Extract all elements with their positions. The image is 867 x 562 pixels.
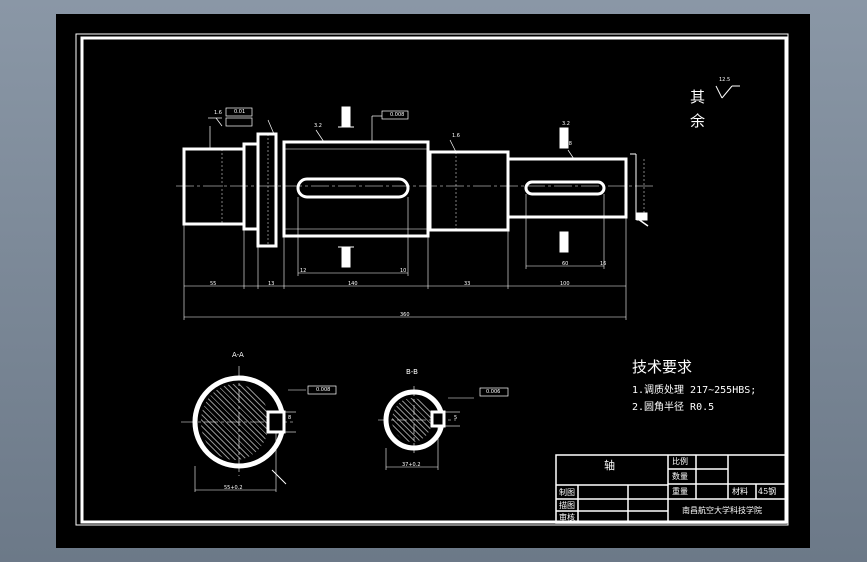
roughness-label-2: 余: [690, 112, 706, 130]
tol-sec-a: 0.008: [316, 387, 331, 393]
designed-label: 描图: [559, 501, 575, 510]
dim-key-a: 16: [600, 261, 607, 267]
tech-req-2: 2.圆角半径 R0.5: [632, 402, 715, 413]
tech-req-title: 技术要求: [632, 358, 693, 376]
weight-label: 重量: [672, 487, 688, 496]
sec-b-width: 37+0.2: [402, 462, 421, 468]
shaft-main-view: [182, 132, 628, 248]
keyway-right: [524, 180, 606, 196]
tol-b: 0.008: [390, 112, 405, 118]
roughness-symbol-icon: [715, 85, 740, 99]
section-b-title: B-B: [406, 368, 418, 376]
dim-seg2: 13: [268, 281, 275, 287]
drawn-label: 制图: [559, 488, 575, 497]
dim-key-b: 60: [562, 261, 569, 267]
ra-1: 1.6: [214, 110, 222, 116]
drawing-frame: [75, 33, 789, 526]
material-value: 45钢: [758, 487, 777, 496]
dim-keyway-right: 10: [400, 268, 407, 274]
ra-3: 1.6: [452, 133, 460, 139]
dim-seg4: 33: [464, 281, 471, 287]
ra-5: 3.2: [562, 121, 570, 127]
section-b-hatch: [392, 398, 432, 442]
title-block: [555, 454, 787, 524]
part-name: 轴: [604, 459, 615, 472]
sec-a-depth: 8: [288, 415, 292, 421]
keyway-left: [296, 177, 410, 199]
section-a-hatch: [201, 384, 269, 460]
checked-label: 审核: [559, 513, 575, 522]
tol-a: 0.01: [234, 109, 246, 115]
roughness-value: 12.5: [719, 77, 731, 83]
tech-req-1: 1.调质处理 217~255HBS;: [632, 385, 757, 396]
ra-4: 0.8: [564, 141, 572, 147]
institution-name: 南昌航空大学科技学院: [682, 506, 762, 515]
roughness-label-1: 其: [690, 88, 706, 106]
sec-a-width: 55+0.2: [224, 485, 243, 491]
dim-seg3: 140: [348, 281, 358, 287]
drawing-sheet: 其 余 12.5 A-A B-B 55 13 140 33 100 360 12…: [56, 14, 810, 548]
dim-keyway-left: 12: [300, 268, 307, 274]
dim-overall: 360: [400, 312, 410, 318]
dim-seg5: 100: [560, 281, 570, 287]
material-label: 材料: [732, 487, 748, 496]
sec-b-depth: 5: [454, 415, 458, 421]
dim-seg1: 55: [210, 281, 217, 287]
ra-2: 3.2: [314, 123, 322, 129]
tol-sec-b: 0.006: [486, 389, 501, 395]
quantity-label: 数量: [672, 472, 688, 481]
scale-label: 比例: [672, 457, 688, 466]
section-a-title: A-A: [232, 351, 244, 359]
